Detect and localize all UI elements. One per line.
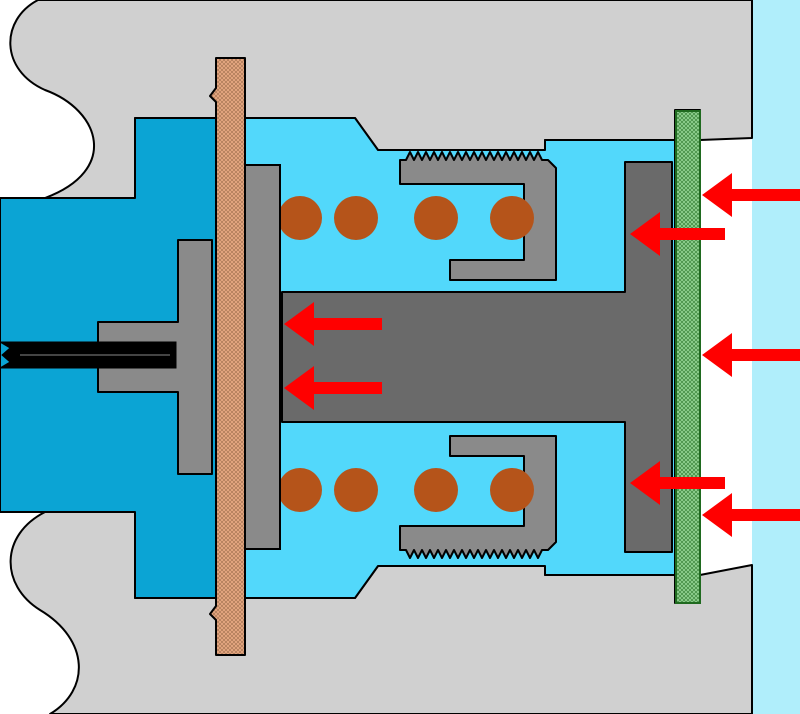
coil-winding-top-4 — [490, 196, 534, 240]
coil-windings — [278, 196, 534, 512]
pressure-arrow-1 — [702, 173, 800, 217]
pressure-arrow-3 — [284, 302, 382, 346]
coil-winding-top-3 — [414, 196, 458, 240]
coil-winding-bottom-4 — [490, 468, 534, 512]
piston — [281, 161, 673, 553]
membrane-left — [209, 57, 246, 656]
pressure-arrow-2 — [630, 212, 725, 256]
pressure-arrow-7 — [702, 493, 800, 537]
coil-winding-bottom-1 — [278, 468, 322, 512]
pressure-arrow-5 — [702, 333, 800, 377]
membrane-right — [675, 110, 701, 604]
coil-winding-bottom-2 — [334, 468, 378, 512]
pressure-arrow-4 — [284, 366, 382, 410]
pressure-arrows — [284, 173, 800, 537]
threaded-sleeve-bottom — [399, 435, 557, 559]
coil-winding-bottom-3 — [414, 468, 458, 512]
coil-winding-top-1 — [278, 196, 322, 240]
threaded-sleeve-top — [399, 151, 557, 281]
coil-winding-top-2 — [334, 196, 378, 240]
pressure-arrow-6 — [630, 461, 725, 505]
backing-plate — [244, 164, 281, 550]
